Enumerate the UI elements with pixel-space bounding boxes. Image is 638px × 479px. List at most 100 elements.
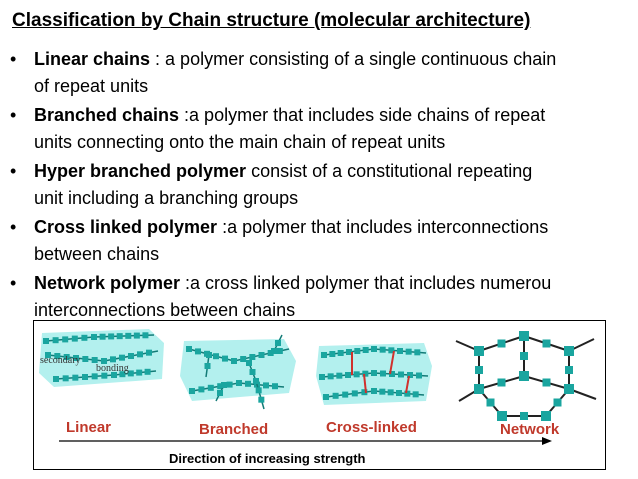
branched-chains: [186, 334, 290, 410]
crosslink-bond: [405, 375, 410, 394]
repeat-unit: [222, 355, 228, 362]
repeat-unit: [136, 369, 143, 376]
repeat-unit: [329, 351, 336, 357]
network-polymer-illustration: [455, 331, 597, 421]
crosslinked-polymer-illustration: [316, 343, 432, 405]
bullet-line-continued: of repeat units: [34, 76, 149, 96]
repeat-unit: [73, 355, 79, 361]
repeat-unit: [275, 340, 281, 346]
repeat-unit: [101, 358, 107, 364]
network-node: [519, 371, 529, 381]
repeat-unit: [327, 373, 334, 380]
repeat-unit: [72, 374, 79, 381]
repeat-unit: [272, 383, 278, 390]
repeat-unit: [258, 352, 265, 358]
repeat-unit: [319, 374, 325, 380]
network-unit: [553, 398, 562, 407]
repeat-unit: [226, 381, 233, 388]
repeat-unit: [416, 372, 422, 379]
network-unit: [520, 412, 528, 420]
repeat-unit: [217, 390, 223, 396]
repeat-unit: [236, 380, 242, 386]
bullet-term: Linear chains: [34, 49, 151, 69]
repeat-unit: [186, 346, 192, 352]
slide-title: Classification by Chain structure (molec…: [12, 10, 531, 31]
network-unit: [497, 339, 506, 348]
bullet-linear-chains: • Linear chains : a polymer consisting o…: [8, 46, 638, 100]
repeat-unit: [398, 371, 404, 378]
repeat-unit: [71, 335, 78, 342]
network-unit: [497, 378, 506, 387]
strength-arrow-head-icon: [542, 437, 552, 445]
repeat-unit: [379, 388, 386, 395]
repeat-unit: [249, 369, 256, 375]
repeat-unit: [321, 352, 327, 358]
network-node: [541, 411, 551, 421]
branched-polymer-illustration: [180, 334, 296, 410]
repeat-unit: [354, 348, 361, 354]
bullet-text: : a polymer consisting of a single conti…: [150, 49, 557, 69]
repeat-unit: [407, 372, 413, 378]
repeat-unit: [119, 354, 125, 361]
repeat-unit: [110, 356, 116, 363]
bullet-text: :a polymer that includes interconnection…: [217, 217, 549, 237]
network-label: Network: [500, 421, 560, 438]
bullet-cross-linked: • Cross linked polymer :a polymer that i…: [8, 214, 638, 268]
repeat-unit: [337, 350, 344, 356]
repeat-unit: [396, 390, 402, 396]
repeat-unit: [353, 371, 360, 378]
repeat-unit: [82, 356, 89, 362]
repeat-unit: [82, 374, 88, 380]
linear-polymer-illustration: secondary bonding: [39, 329, 164, 387]
repeat-unit: [119, 371, 126, 378]
repeat-unit: [137, 351, 143, 358]
polymer-structures-illustration: secondary bonding: [39, 329, 597, 445]
repeat-unit: [207, 384, 214, 391]
network-unit: [542, 339, 551, 348]
repeat-unit: [245, 380, 251, 387]
repeat-unit: [213, 353, 219, 360]
repeat-unit: [91, 357, 98, 363]
repeat-unit: [371, 346, 377, 352]
repeat-unit: [342, 391, 349, 398]
network-node: [474, 346, 484, 356]
repeat-unit: [53, 376, 59, 382]
repeat-unit: [371, 370, 377, 376]
repeat-unit: [99, 333, 106, 340]
repeat-unit: [231, 358, 237, 364]
network-unit: [542, 378, 551, 387]
repeat-unit: [371, 388, 377, 394]
repeat-unit: [45, 352, 51, 358]
network-node: [474, 384, 484, 394]
repeat-unit: [414, 349, 421, 356]
branched-label: Branched: [199, 421, 269, 438]
bullet-text: :a cross linked polymer that includes nu…: [180, 273, 552, 293]
network-unit: [565, 366, 573, 374]
bullet-dot-icon: •: [10, 273, 17, 293]
repeat-unit: [63, 354, 70, 360]
repeat-unit: [128, 353, 134, 359]
bullet-list: • Linear chains : a polymer consisting o…: [8, 46, 638, 326]
repeat-unit: [276, 348, 283, 354]
repeat-unit: [62, 336, 69, 343]
repeat-unit: [263, 382, 269, 389]
crosslinked-chains: [319, 346, 429, 400]
bullet-line: Hyper branched polymer consist of a cons…: [34, 158, 638, 185]
repeat-unit: [346, 349, 352, 355]
repeat-unit: [146, 349, 152, 356]
bullet-term: Hyper branched polymer: [34, 161, 247, 181]
network-node: [519, 331, 529, 341]
bullet-term: Network polymer: [34, 273, 181, 293]
repeat-unit: [332, 392, 339, 399]
network-unit: [520, 352, 528, 360]
strength-caption: Direction of increasing strength: [169, 451, 366, 466]
repeat-unit: [195, 348, 201, 355]
bullet-dot-icon: •: [10, 105, 17, 125]
repeat-unit: [91, 373, 98, 380]
repeat-unit: [379, 346, 386, 353]
polymer-structure-figure: secondary bonding Linear Branched Cross-…: [33, 320, 606, 470]
bullet-line-continued: unit including a branching groups: [34, 188, 299, 208]
repeat-unit: [189, 388, 195, 394]
repeat-unit: [221, 382, 227, 388]
repeat-unit: [217, 383, 224, 390]
